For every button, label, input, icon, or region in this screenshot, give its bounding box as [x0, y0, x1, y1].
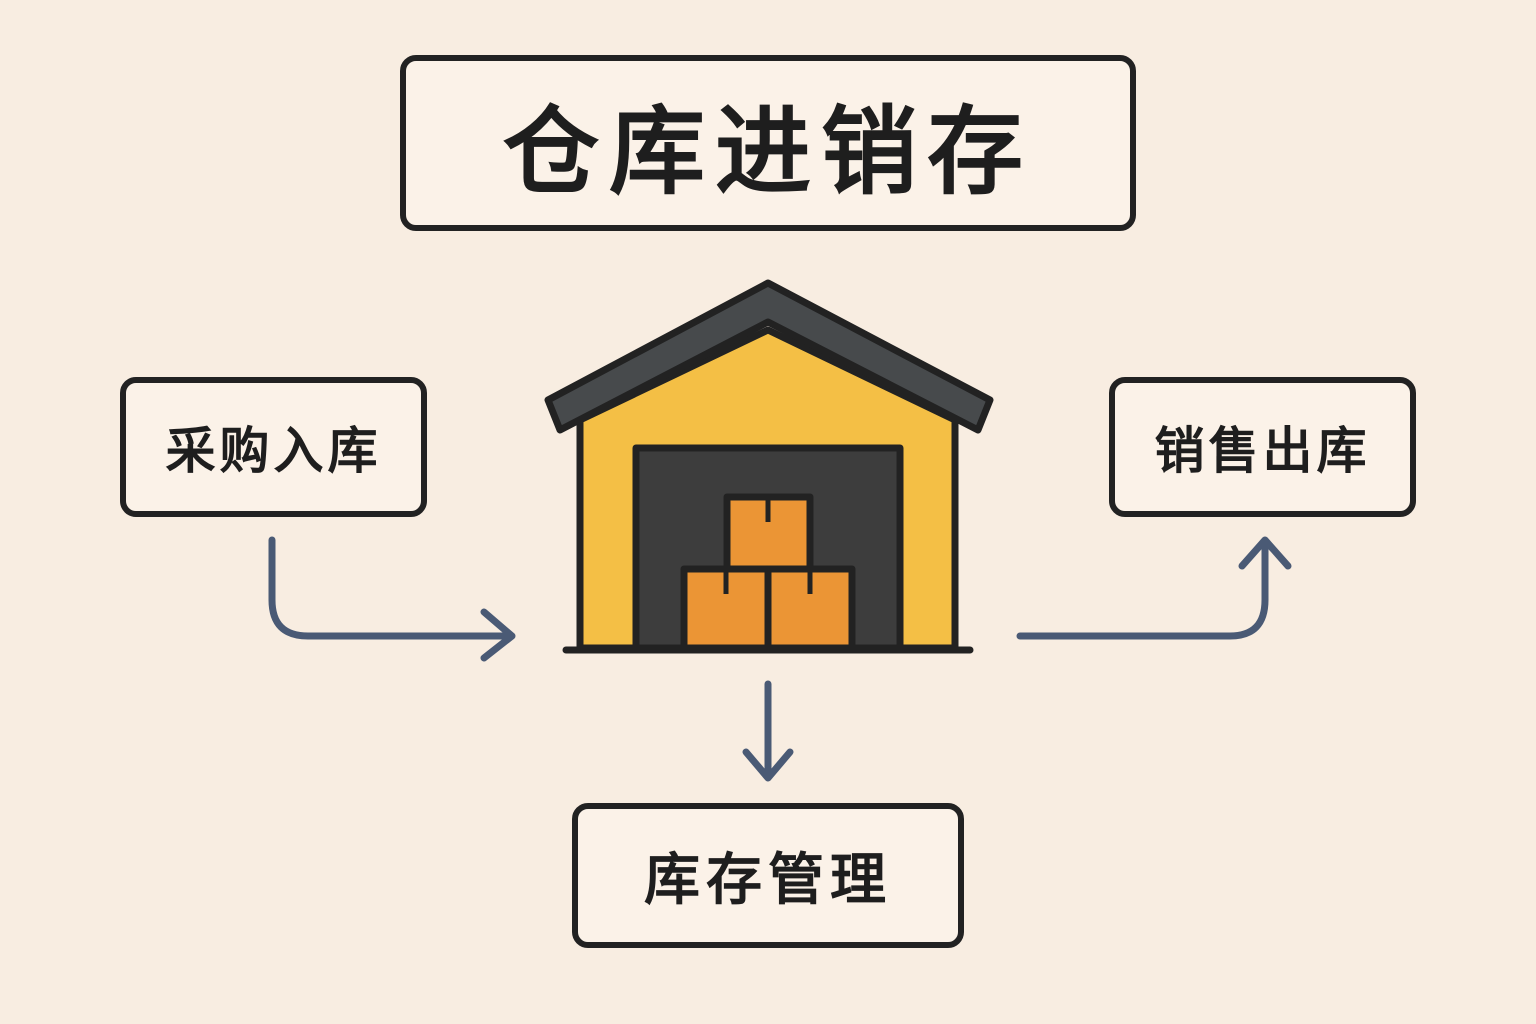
sales-out-label: 销售出库	[1154, 422, 1371, 480]
purchase-in-node: 采购入库	[120, 377, 427, 517]
title-box: 仓库进销存	[400, 55, 1136, 231]
arrow-up-icon	[1016, 536, 1292, 640]
page-title: 仓库进销存	[503, 95, 1033, 208]
purchase-in-label: 采购入库	[165, 422, 382, 480]
arrow-down-icon	[742, 680, 794, 782]
arrow-right-icon	[268, 536, 516, 662]
inventory-node: 库存管理	[572, 803, 964, 948]
warehouse-icon	[544, 279, 994, 654]
sales-out-node: 销售出库	[1109, 377, 1416, 517]
inventory-label: 库存管理	[644, 848, 892, 913]
